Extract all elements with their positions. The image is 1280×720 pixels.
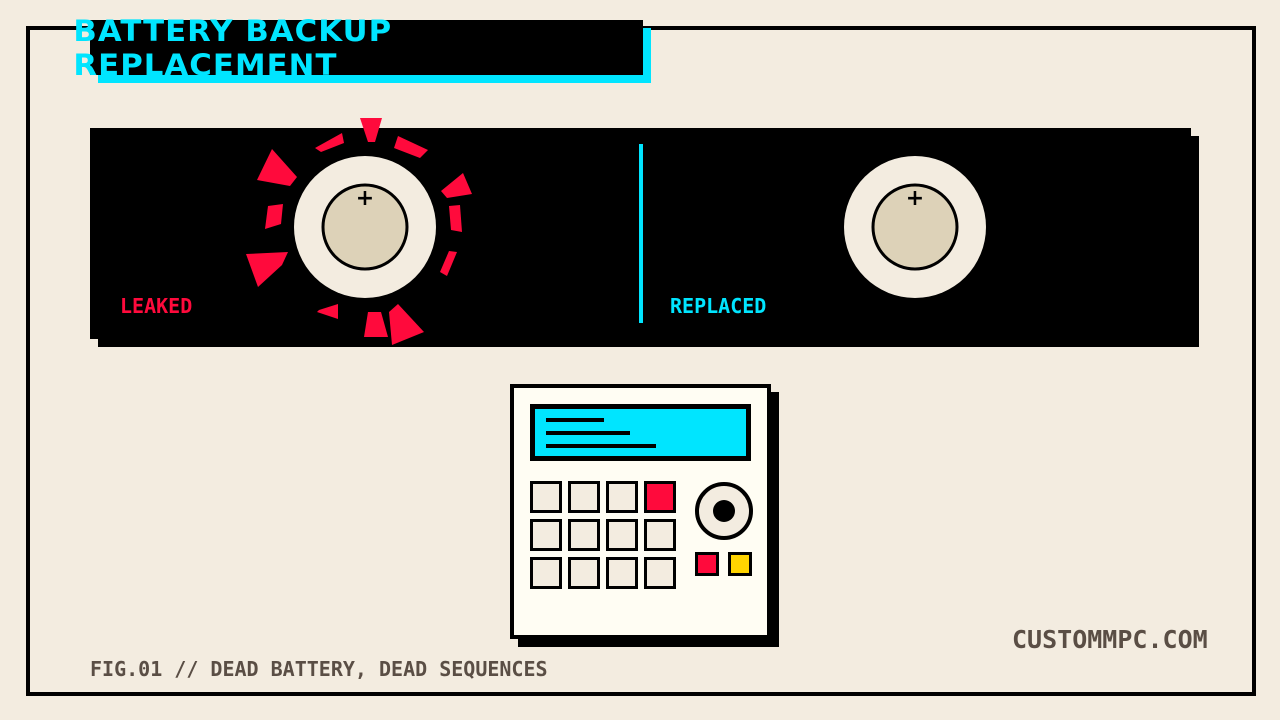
screen-line: [546, 431, 630, 435]
leak-shard: [389, 304, 424, 345]
leak-shard: [364, 312, 388, 337]
drum-pad: [644, 557, 676, 589]
title-banner: BATTERY BACKUP REPLACEMENT: [73, 14, 643, 82]
drum-pad: [606, 481, 638, 513]
drum-pad: [530, 481, 562, 513]
leak-shard: [441, 173, 472, 198]
screen-line: [546, 444, 656, 448]
drum-pad: [568, 557, 600, 589]
figure-caption: FIG.01 // DEAD BATTERY, DEAD SEQUENCES: [90, 657, 548, 681]
drum-pad: [644, 519, 676, 551]
data-wheel-center: [713, 500, 735, 522]
battery-face: [871, 183, 959, 271]
brand-watermark: CUSTOMMPC.COM: [1012, 625, 1208, 654]
leaked-label: LEAKED: [120, 294, 193, 318]
leak-shard: [394, 136, 428, 158]
leak-shard: [440, 251, 457, 276]
leak-burst-icon: [246, 118, 472, 345]
yellow-button: [728, 552, 752, 576]
drum-pad: [530, 519, 562, 551]
leak-shard: [257, 149, 297, 186]
mpc-sampler-icon: [510, 384, 771, 639]
leak-shard: [360, 118, 382, 142]
drum-pad-active: [644, 481, 676, 513]
drum-pad: [606, 519, 638, 551]
leak-shard: [449, 205, 462, 232]
leak-shard: [315, 133, 344, 152]
battery-plus-sign: +: [356, 186, 374, 211]
drum-pad: [568, 481, 600, 513]
screen-line: [546, 418, 604, 422]
diagram-title: BATTERY BACKUP REPLACEMENT: [73, 13, 393, 82]
leak-shard: [246, 252, 288, 287]
battery-plus-sign: +: [906, 186, 924, 211]
red-button: [695, 552, 719, 576]
drum-pad: [606, 557, 638, 589]
drum-pad: [530, 557, 562, 589]
leaked-battery: +: [294, 156, 436, 298]
drum-pad: [568, 519, 600, 551]
panel-divider: [639, 144, 643, 323]
leak-shard: [317, 304, 338, 319]
replaced-label: REPLACED: [670, 294, 767, 318]
battery-face: [321, 183, 409, 271]
leak-shard: [265, 204, 283, 229]
replaced-battery: +: [844, 156, 986, 298]
data-wheel-icon: [695, 482, 753, 540]
device-screen: [530, 404, 751, 461]
